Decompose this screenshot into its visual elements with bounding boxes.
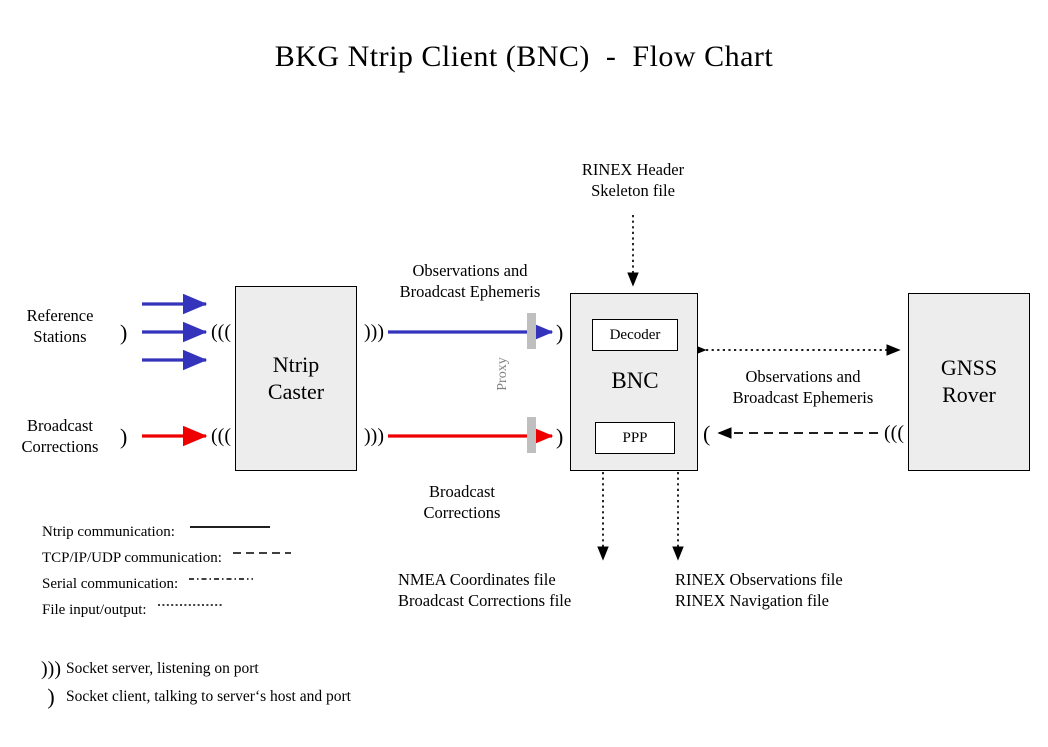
legend-swatch-dashdot [187, 572, 255, 589]
socket-client-icon-reference-stations: ) [120, 320, 128, 345]
legend-label-tcpip: TCP/IP/UDP communication: [42, 550, 222, 566]
socket-client-icon-bnc-obs: ) [556, 320, 564, 345]
legend-swatch-solid [184, 520, 274, 537]
gnss-rover-line1: GNSS [940, 355, 998, 381]
legend-row-serial: Serial communication: [42, 576, 293, 602]
gnss-rover-line2: Rover [942, 382, 996, 407]
label-nmea-output-files: NMEA Coordinates file Broadcast Correcti… [398, 570, 572, 611]
label-reference-stations: Reference Stations [26, 306, 94, 347]
legend-label-fileio: File input/output: [42, 602, 147, 618]
legend-line-styles: Ntrip communication: TCP/IP/UDP communic… [42, 524, 293, 628]
legend-label-ntrip: Ntrip communication: [42, 524, 175, 540]
page-title: BKG Ntrip Client (BNC) - Flow Chart [274, 40, 774, 73]
legend-row-ntrip: Ntrip communication: [42, 524, 293, 550]
node-ntrip-caster[interactable]: Ntrip Caster [235, 286, 357, 471]
socket-client-icon-bnc-rover: ( [703, 421, 711, 446]
proxy-bar-top [527, 313, 536, 349]
ntrip-caster-line1: Ntrip [272, 351, 320, 377]
bnc-title: BNC [611, 368, 659, 393]
label-broadcast-corrections-middle: Broadcast Corrections [423, 482, 501, 523]
ntrip-caster-line2: Caster [267, 378, 325, 404]
socket-server-icon: ))) [41, 658, 61, 680]
label-broadcast-corrections-source: Broadcast Corrections [21, 416, 99, 457]
socket-client-icon-broadcast-corrections: ) [120, 424, 128, 449]
socket-client-icon-bnc-corr: ) [556, 424, 564, 449]
bnc-ppp-box[interactable]: PPP [595, 422, 675, 454]
legend-row-socket-server: ))) Socket server, listening on port [36, 655, 351, 683]
legend-swatch-dashed [231, 546, 293, 563]
legend-row-fileio: File input/output: [42, 602, 293, 628]
label-rinex-header-skeleton: RINEX Header Skeleton file [581, 160, 685, 201]
legend-socket-types: ))) Socket server, listening on port ) S… [36, 655, 351, 711]
node-bnc[interactable]: Decoder BNC PPP [570, 293, 698, 471]
label-observations-ephemeris-right: Observations and Broadcast Ephemeris [732, 367, 874, 408]
socket-server-icon-caster-in-obs: ((( [211, 321, 231, 343]
legend-label-socket-client: Socket client, talking to server‘s host … [66, 688, 351, 705]
ref-station-arrows [142, 293, 208, 371]
socket-client-icon: ) [47, 684, 55, 709]
node-gnss-rover[interactable]: GNSS Rover [908, 293, 1030, 471]
socket-server-icon-caster-out-corr: ))) [364, 425, 384, 447]
legend-row-tcpip: TCP/IP/UDP communication: [42, 550, 293, 576]
proxy-bar-bottom [527, 417, 536, 453]
socket-server-icon-caster-out-obs: ))) [364, 321, 384, 343]
socket-server-icon-rover: ((( [884, 422, 904, 444]
label-observations-ephemeris-left: Observations and Broadcast Ephemeris [399, 261, 541, 302]
legend-row-socket-client: ) Socket client, talking to server‘s hos… [36, 683, 351, 711]
label-rinex-output-files: RINEX Observations file RINEX Navigation… [675, 570, 843, 611]
legend-swatch-dotted [156, 598, 226, 615]
proxy-label: Proxy [495, 357, 510, 391]
socket-server-icon-caster-in-corr: ((( [211, 425, 231, 447]
bnc-ppp-label: PPP [622, 429, 648, 446]
bnc-decoder-label: Decoder [609, 326, 661, 343]
legend-label-socket-server: Socket server, listening on port [66, 660, 259, 677]
bnc-decoder-box[interactable]: Decoder [592, 319, 678, 351]
legend-label-serial: Serial communication: [42, 576, 179, 592]
